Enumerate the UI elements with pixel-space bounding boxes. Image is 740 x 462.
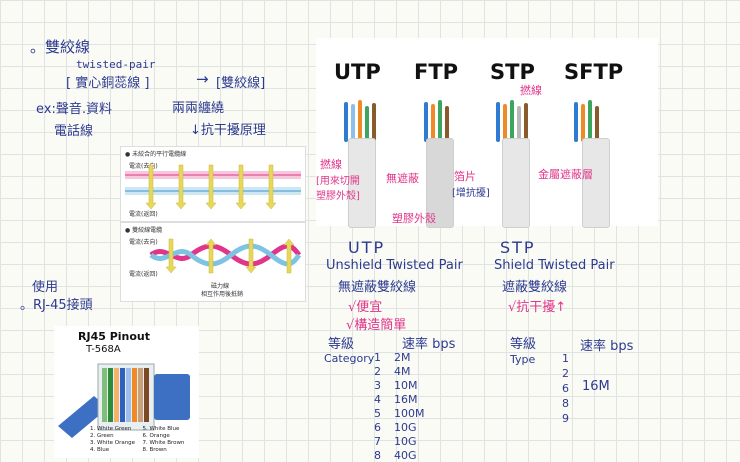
utp-category-item: 1: [374, 351, 381, 364]
utp-pro-cheap: √便宜: [348, 300, 383, 315]
utp-speed-item: 10M: [394, 379, 418, 392]
stp-wires: [494, 100, 534, 142]
utp-grade-label: 等級: [328, 337, 355, 352]
label-no-shield: 無遮蔽: [386, 172, 419, 185]
stp-type-item: 9: [562, 412, 569, 425]
utp-speed-item: 40G: [394, 449, 417, 462]
stp-type-item: 6: [562, 382, 569, 395]
note-english: twisted-pair: [76, 58, 156, 71]
note-rj45: 。RJ-45接頭: [20, 298, 93, 313]
stp-type-list: 1 2 6 8 9: [562, 352, 569, 425]
pinout-legend-item: 5. White Blue: [142, 426, 180, 432]
label-braid: 撚線: [520, 84, 542, 97]
note-use: 使用: [32, 280, 59, 295]
diagram1-label-bottom: 電流(返回): [129, 211, 158, 218]
utp-category-item: 8: [374, 449, 381, 462]
pinout-legend-item: 2. Green: [90, 433, 114, 439]
pinout-title: RJ45 Pinout: [78, 330, 151, 343]
diagram2-label-center: 磁力線: [211, 283, 230, 290]
utp-category-item: 3: [374, 379, 381, 392]
utp-speed-list: 2M 4M 10M 16M 100M 10G 10G 40G: [394, 351, 425, 462]
utp-speed-item: 100M: [394, 407, 425, 420]
pinout-legend-item: 4. Blue: [90, 447, 110, 453]
utp-category-list: 1 2 3 4 5 6 7 8: [374, 351, 381, 462]
twisted-pair-diagram: ● 雙絞線電纜 電流(去向) 電流(返回) 磁力線 相互作用後抵銷: [120, 222, 306, 302]
pinout-legend-item: 6. Orange: [142, 433, 170, 439]
cable-title-utp: UTP: [334, 60, 381, 84]
utp-cable: [348, 138, 376, 228]
stp-type-item: 1: [562, 352, 569, 365]
diagram2-label-top: 電流(去向): [129, 239, 158, 246]
ftp-cable: [426, 138, 454, 228]
pinout-legend-item: 3. White Orange: [90, 440, 136, 446]
utp-category-item: 2: [374, 365, 381, 378]
note-example: ex:聲音.資料: [36, 102, 112, 117]
label-metal-shield: 金屬遮蔽層: [538, 168, 593, 181]
utp-category-item: 6: [374, 421, 381, 434]
utp-category-item: 7: [374, 435, 381, 448]
label-plastic-jacket: 塑膠外殼: [392, 212, 436, 225]
utp-speed-item: 4M: [394, 365, 411, 378]
note-heading: 。雙絞線: [30, 38, 91, 56]
diagram2-caption: ● 雙絞線電纜: [125, 227, 163, 234]
diagram1-caption: ● 未絞合的平行電纜線: [125, 151, 187, 158]
note-twisted: [雙絞線]: [216, 76, 266, 91]
diagram2-label-center2: 相互作用後抵銷: [201, 291, 244, 298]
note-wrap: 兩兩纏繞: [172, 101, 225, 116]
label-cut-jacket: [用來切開 塑膠外殼]: [316, 176, 360, 202]
utp-speed-item: 16M: [394, 393, 418, 406]
rj45-pinout-image: RJ45 Pinout T-568A 1. White Green 5. Whi…: [54, 326, 199, 458]
parallel-wire-diagram: ● 未絞合的平行電纜線 電流(去向) 電流(返回): [120, 146, 306, 222]
diagram1-label-top: 電流(去向): [129, 163, 158, 170]
utp-speed-item: 2M: [394, 351, 411, 364]
stp-title: STP: [500, 238, 536, 257]
sftp-cable: [582, 138, 610, 228]
stp-english: Shield Twisted Pair: [494, 258, 615, 273]
stp-speed-value: 16M: [582, 379, 610, 394]
stp-cable: [502, 138, 530, 228]
stp-chinese: 遮蔽雙絞線: [502, 280, 568, 295]
arrow-right-icon: →: [196, 70, 209, 88]
utp-english: Unshield Twisted Pair: [326, 258, 463, 273]
twisted-pair-drawing: [149, 238, 302, 274]
stp-type-label: Type: [510, 353, 536, 366]
label-foil: 箔片: [454, 170, 476, 183]
stp-pro-anti-interference: √抗干擾↑: [508, 300, 567, 315]
stp-type-item: 8: [562, 397, 569, 410]
stp-type-item: 2: [562, 367, 569, 380]
pinout-legend-item: 7. White Brown: [142, 440, 185, 446]
utp-speed-item: 10G: [394, 435, 417, 448]
parallel-wire-drawing: [125, 164, 301, 210]
stp-grade-label: 等級: [510, 337, 537, 352]
utp-title: UTP: [348, 238, 386, 257]
cable-types-photo: UTP FTP STP SFTP 撚線 [用來切開 塑膠外殼] 無遮蔽 箔片: [316, 38, 658, 228]
utp-pro-simple: √構造簡單: [346, 318, 407, 333]
cable-title-sftp: SFTP: [564, 60, 624, 84]
cable-title-ftp: FTP: [414, 60, 459, 84]
label-twist: 撚線: [320, 158, 342, 171]
ftp-wires: [422, 100, 462, 142]
utp-category-item: 4: [374, 393, 381, 406]
diagram2-label-bottom: 電流(返回): [129, 271, 158, 278]
pinout-legend-item: 8. Brown: [142, 447, 167, 453]
pinout-subtitle: T-568A: [86, 344, 121, 355]
rj45-connector-drawing: [58, 363, 190, 438]
utp-speed-label: 速率 bps: [402, 337, 456, 352]
utp-wires: [342, 100, 382, 142]
note-anti-interference: ↓抗干擾原理: [190, 123, 266, 138]
utp-speed-item: 10G: [394, 421, 417, 434]
label-foil-note: [增抗擾]: [452, 188, 490, 199]
pinout-legend: 1. White Green 5. White Blue 2. Green 6.…: [90, 426, 195, 453]
pinout-legend-item: 1. White Green: [90, 426, 132, 432]
utp-chinese: 無遮蔽雙絞線: [338, 280, 417, 295]
note-core: [ 實心銅蕊線 ]: [66, 76, 150, 91]
note-phone: 電話線: [54, 124, 94, 139]
sftp-wires: [572, 100, 612, 142]
cable-title-stp: STP: [490, 60, 535, 84]
utp-category-label: Category: [324, 352, 375, 365]
stp-speed-label: 速率 bps: [580, 339, 634, 354]
utp-category-item: 5: [374, 407, 381, 420]
